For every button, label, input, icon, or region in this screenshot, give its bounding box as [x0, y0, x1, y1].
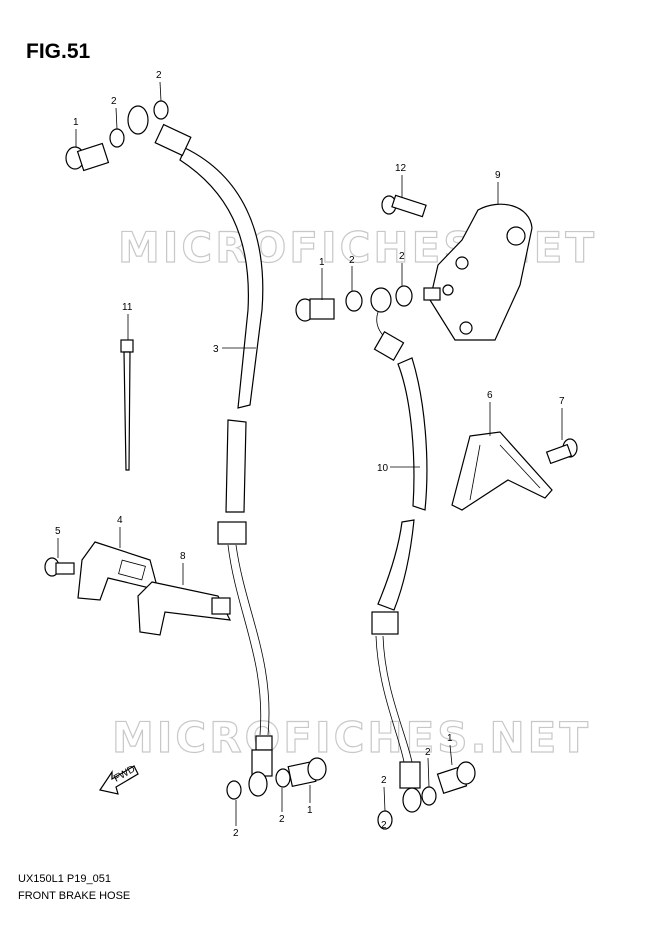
callout: 6: [487, 390, 493, 401]
callout: 2: [279, 814, 285, 825]
cable-tie-11: [120, 339, 134, 471]
hose-clamp-6: [451, 431, 553, 511]
callout: 3: [213, 344, 219, 355]
washer-bottom-right-a: [421, 786, 437, 806]
callout: 2: [381, 820, 387, 831]
master-cylinder-joint-9: [423, 203, 533, 341]
figure-title: FIG.51: [26, 40, 91, 63]
callouts: 2 2 1 12 9 1 2 2 11 3 6 7 10 4 5 8 2 1 2…: [55, 70, 565, 839]
model-code: UX150L1 P19_051: [18, 873, 111, 885]
callout: 2: [381, 775, 387, 786]
callout: 5: [55, 526, 61, 537]
bracket-8: [137, 581, 232, 636]
callout: 10: [377, 463, 389, 474]
banjo-bolt-middle: [295, 298, 335, 322]
callout: 2: [399, 251, 405, 262]
washer-upper-left-a: [109, 128, 125, 148]
callout: 7: [559, 396, 565, 407]
banjo-bolt-upper-left: [65, 142, 110, 172]
callout: 2: [349, 255, 355, 266]
callout: 2: [111, 96, 117, 107]
bolt-5: [44, 557, 75, 577]
callout: 1: [447, 733, 453, 744]
callout: 9: [495, 170, 501, 181]
washer-middle-b: [395, 285, 413, 307]
callout: 2: [156, 70, 162, 81]
bolt-7: [545, 438, 578, 465]
washer-upper-left-b: [153, 100, 169, 120]
callout: 1: [73, 117, 79, 128]
washer-bottom-left-b: [275, 768, 291, 788]
callout: 4: [117, 515, 123, 526]
callout: 1: [319, 257, 325, 268]
callout: 2: [233, 828, 239, 839]
banjo-bolt-bottom-right: [436, 761, 476, 794]
washer-bottom-left-a: [226, 780, 242, 800]
callout: 1: [307, 805, 313, 816]
callout: 8: [180, 551, 186, 562]
bolt-12: [381, 194, 427, 218]
brake-hose-10: [370, 287, 428, 813]
callout: 12: [395, 163, 407, 174]
brake-hose-3: [127, 105, 273, 797]
banjo-bolt-bottom-left: [287, 757, 327, 787]
washer-middle-a: [345, 290, 363, 312]
watermark-bottom: MICROFICHES.NET: [112, 713, 591, 762]
figure-caption: FRONT BRAKE HOSE: [18, 890, 131, 902]
callout: 2: [425, 747, 431, 758]
fwd-arrow-icon: FWD: [99, 764, 139, 795]
leader-lines: [57, 81, 563, 826]
bracket-4: [77, 541, 159, 601]
callout: 11: [122, 302, 133, 313]
